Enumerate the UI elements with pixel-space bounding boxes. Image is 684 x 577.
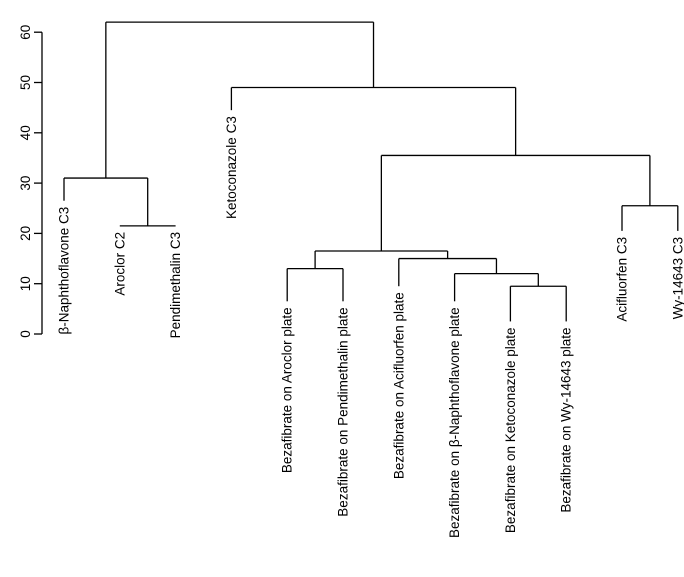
- leaf-labels: β-Naphthoflavone C3 Aroclor C2 Pendimethal…: [57, 116, 684, 538]
- y-tick-label: 30: [18, 176, 33, 191]
- y-tick-label: 60: [18, 25, 33, 40]
- leaf-label: Bezafibrate on β-Naphthoflavone plate: [447, 307, 462, 538]
- y-axis: 0 10 20 30 40 50 60: [18, 25, 43, 338]
- dendrogram-branches: [63, 21, 679, 322]
- leaf-label: Acifluorfen C3: [615, 237, 630, 322]
- leaf-label: Pendimethalin C3: [168, 232, 183, 339]
- leaf-label: Aroclor C2: [112, 232, 127, 296]
- leaf-label: Bezafibrate on Wy-14643 plate: [559, 327, 574, 512]
- y-tick-label: 20: [18, 226, 33, 241]
- leaf-label: Bezafibrate on Pendimethalin plate: [336, 307, 351, 516]
- leaf-label: Wy-14643 C3: [670, 237, 684, 319]
- leaf-label: Bezafibrate on Ketoconazole plate: [503, 327, 518, 533]
- leaf-label: Bezafibrate on Acifluorfen plate: [391, 292, 406, 479]
- y-tick-label: 50: [18, 75, 33, 90]
- leaf-label: Bezafibrate on Aroclor plate: [280, 307, 295, 473]
- y-tick-label: 40: [18, 125, 33, 140]
- leaf-label: β-Naphthoflavone C3: [57, 207, 72, 335]
- y-tick-label: 10: [18, 276, 33, 291]
- leaf-label: Ketoconazole C3: [224, 116, 239, 219]
- y-tick-label: 0: [18, 330, 33, 338]
